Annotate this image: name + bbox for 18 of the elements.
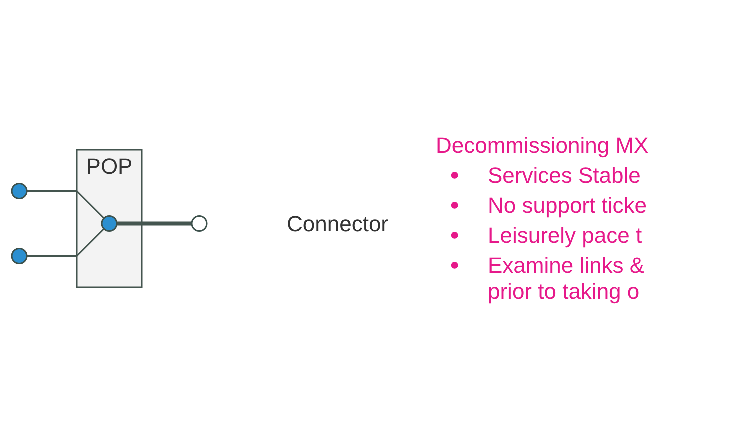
node-label: Connector — [286, 212, 388, 236]
bullet-text: Leisurely pace t — [488, 223, 644, 249]
node-circle — [10, 183, 28, 200]
cluster: POP — [76, 150, 142, 288]
bullet-text: Examine links & prior to taking o — [488, 253, 646, 305]
connector — [116, 222, 192, 226]
bullet-text: No support ticke — [488, 193, 648, 219]
node-circle — [10, 248, 28, 265]
bullet-marker: ● — [450, 166, 461, 186]
bullet-marker: ● — [450, 226, 461, 246]
node-circle — [190, 216, 208, 232]
bullet-marker: ● — [450, 196, 461, 216]
connector — [26, 190, 104, 220]
note-heading: Decommissioning MX — [436, 133, 650, 159]
node-circle — [100, 216, 118, 232]
bullet-text: Services Stable — [488, 163, 642, 189]
connector — [26, 228, 104, 258]
bullet-marker: ● — [450, 256, 461, 276]
